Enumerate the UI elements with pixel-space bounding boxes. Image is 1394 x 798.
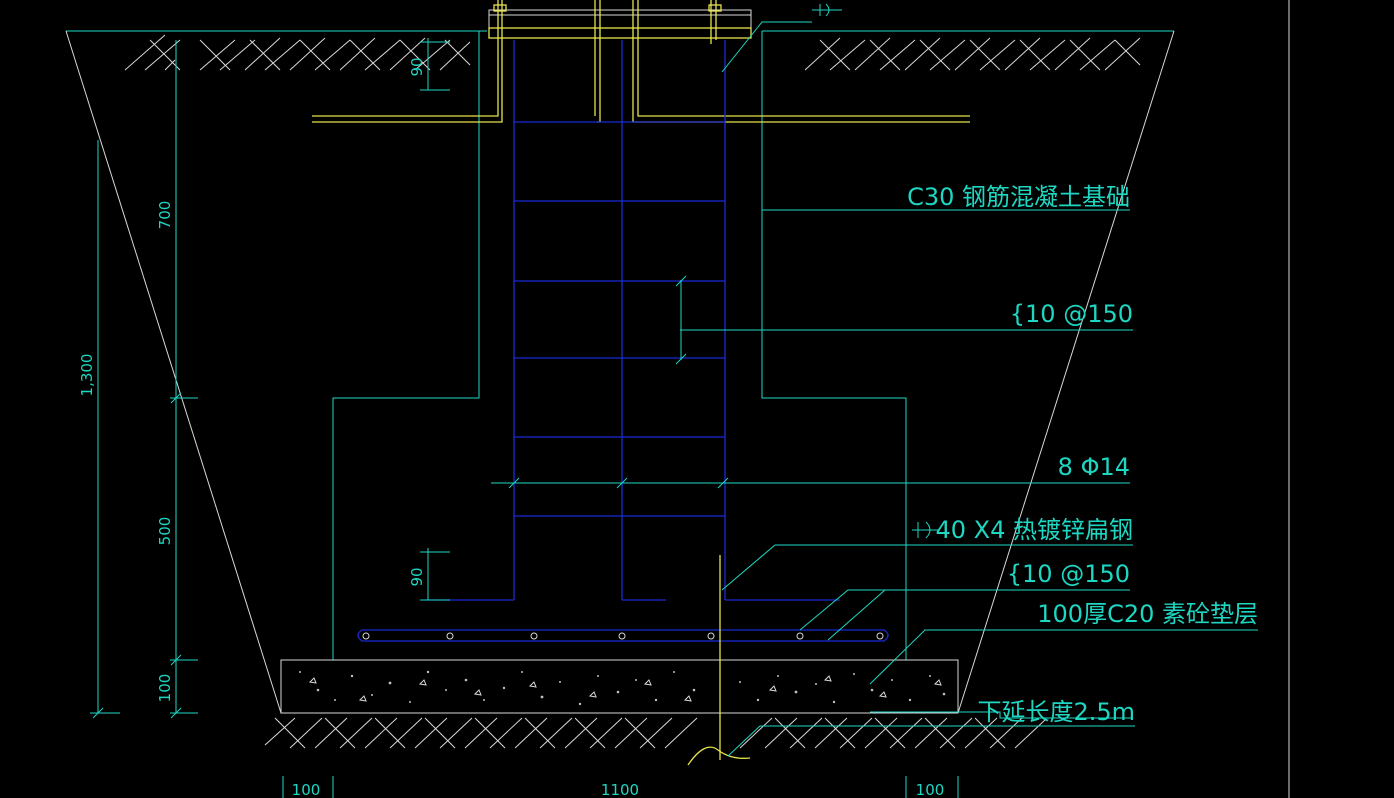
label-main-bar: 8 Φ14: [1058, 453, 1130, 481]
label-stirrup-bottom: {10 @150: [1007, 560, 1130, 588]
dimension-lines: [90, 38, 959, 798]
dim-anchor-bottom: 90: [408, 567, 426, 586]
cushion-layer: [280, 659, 959, 714]
dim-anchor-top: 90: [408, 57, 426, 76]
base-plate: [488, 9, 752, 39]
dim-bottom-mid: 1100: [601, 781, 639, 798]
dim-bottom-right: 100: [916, 781, 945, 798]
excavation-outline: [65, 30, 1175, 714]
label-extension: 下延长度2.5m: [977, 698, 1135, 726]
dim-cushion: 100: [156, 674, 174, 703]
rebar-cage: [426, 40, 840, 601]
ground-hatch-top-left: [124, 34, 471, 71]
label-cushion: 100厚C20 素砼垫层: [1037, 600, 1258, 628]
dim-lower: 500: [156, 517, 174, 546]
label-flat-steel: 40 X4 热镀锌扁钢: [935, 516, 1133, 544]
leader-lines: [491, 3, 1258, 757]
grounding-flat-steel: [687, 555, 751, 766]
concrete-foundation-outline: [332, 31, 907, 661]
ground-hatch-top-right: [804, 37, 1141, 71]
anchor-bolts: [312, 0, 970, 123]
label-stirrup-top: {10 @150: [1010, 300, 1133, 328]
dim-upper: 700: [156, 201, 174, 230]
dim-bottom-left: 100: [292, 781, 321, 798]
dim-total-depth: 1,300: [78, 354, 96, 397]
ground-hatch-bottom: [264, 717, 1046, 749]
label-concrete: C30 钢筋混凝土基础: [907, 183, 1130, 211]
bottom-rebar: [357, 629, 889, 642]
